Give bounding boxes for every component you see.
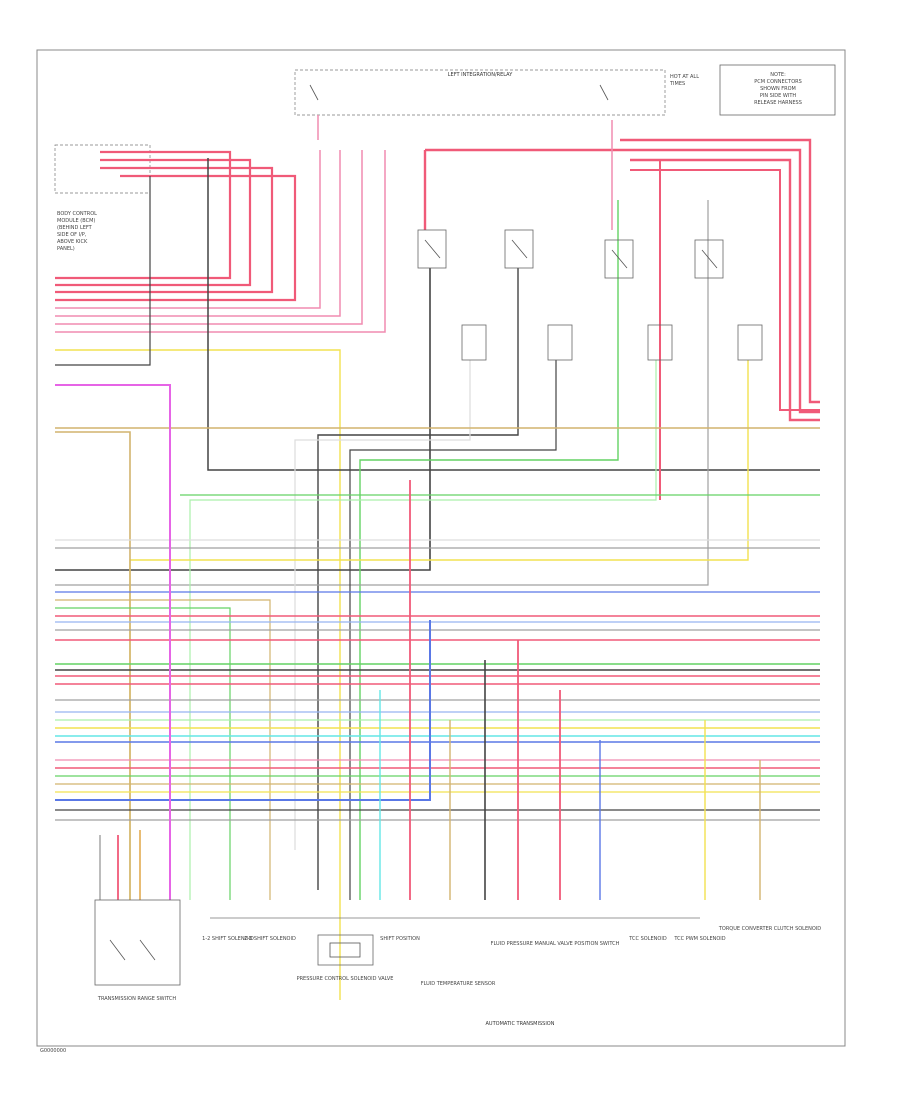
wire: [359, 200, 619, 900]
svg-text:NOTE:: NOTE:: [770, 72, 786, 78]
wire: [55, 176, 151, 366]
pressure-control-solenoid: PRESSURE CONTROL SOLENOID VALVE: [297, 934, 394, 982]
svg-text:MODULE (BCM): MODULE (BCM): [57, 218, 95, 224]
corner-id: G0000000: [40, 1048, 66, 1054]
relay-cooling-fan-3: [694, 239, 724, 279]
diagram-border: [36, 49, 846, 1047]
svg-text:TRANSMISSION RANGE SWITCH: TRANSMISSION RANGE SWITCH: [97, 996, 176, 1002]
solenoid-3: [647, 324, 673, 361]
wire: [425, 148, 820, 414]
svg-text:PIN SIDE WITH: PIN SIDE WITH: [760, 93, 797, 99]
wire: [630, 158, 820, 422]
svg-text:FLUID TEMPERATURE SENSOR: FLUID TEMPERATURE SENSOR: [421, 981, 496, 987]
integration-relay-title: LEFT INTEGRATION/RELAY: [448, 72, 513, 78]
svg-text:ABOVE KICK: ABOVE KICK: [57, 239, 88, 245]
automatic-transmission-label: AUTOMATIC TRANSMISSION: [486, 1021, 555, 1027]
svg-text:1-2 SHIFT SOLENOID: 1-2 SHIFT SOLENOID: [202, 936, 254, 942]
wire: [55, 349, 341, 1000]
svg-text:BODY CONTROL: BODY CONTROL: [57, 211, 97, 217]
svg-text:PANEL): PANEL): [57, 246, 75, 252]
transmission-range-switch: TRANSMISSION RANGE SWITCH: [94, 899, 181, 1002]
wire-harness: [55, 115, 820, 1000]
note-box: NOTE: PCM CONNECTORS SHOWN FROM PIN SIDE…: [719, 64, 836, 116]
svg-text:TCC SOLENOID: TCC SOLENOID: [628, 936, 667, 942]
wire: [55, 431, 131, 900]
wire: [55, 384, 171, 900]
svg-text:2-3 SHIFT SOLENOID: 2-3 SHIFT SOLENOID: [244, 936, 296, 942]
wire: [349, 360, 557, 900]
svg-text:HOT AT ALL: HOT AT ALL: [670, 74, 699, 80]
wire: [55, 174, 297, 302]
svg-text:TCC PWM SOLENOID: TCC PWM SOLENOID: [673, 936, 725, 942]
svg-text:TORQUE CONVERTER CLUTCH SOLENO: TORQUE CONVERTER CLUTCH SOLENOID: [718, 926, 821, 932]
wire: [620, 138, 820, 404]
wire: [55, 150, 232, 280]
wire: [317, 268, 519, 890]
svg-text:PCM CONNECTORS: PCM CONNECTORS: [754, 79, 802, 85]
svg-text:SIDE OF I/P,: SIDE OF I/P,: [57, 232, 87, 238]
wire: [630, 169, 820, 411]
wire: [55, 166, 274, 294]
solenoid-2: [547, 324, 573, 361]
wire: [55, 268, 431, 571]
relay-cooling-fan-1: [504, 229, 534, 269]
integration-relay-box: LEFT INTEGRATION/RELAY: [294, 69, 666, 116]
body-control-module: BODY CONTROL MODULE (BCM) (BEHIND LEFT S…: [54, 144, 151, 252]
wire: [55, 607, 231, 900]
wire: [55, 599, 271, 900]
bottom-labels: 1-2 SHIFT SOLENOID 2-3 SHIFT SOLENOID SH…: [40, 926, 821, 1054]
svg-text:(BEHIND LEFT: (BEHIND LEFT: [57, 225, 93, 231]
svg-text:RELEASE HARNESS: RELEASE HARNESS: [754, 100, 802, 106]
wire: [294, 360, 471, 850]
relay-fuel-pump: [417, 229, 447, 269]
solenoid-1: [461, 324, 487, 361]
relay-cooling-fan-2: [604, 239, 634, 279]
hot-at-all-times-label: HOT AT ALL TIMES: [669, 74, 699, 87]
svg-text:PRESSURE CONTROL SOLENOID VALV: PRESSURE CONTROL SOLENOID VALVE: [297, 976, 394, 982]
wire: [55, 150, 321, 309]
svg-text:TIMES: TIMES: [669, 81, 685, 87]
wire: [55, 620, 431, 801]
wire: [55, 200, 709, 586]
wire: [55, 150, 386, 333]
wire: [207, 158, 820, 471]
wire: [55, 158, 252, 287]
svg-text:SHOWN FROM: SHOWN FROM: [760, 86, 796, 92]
solenoid-4: [737, 324, 763, 361]
svg-text:SHIFT POSITION: SHIFT POSITION: [380, 936, 420, 942]
wire: [55, 150, 363, 325]
svg-text:FLUID PRESSURE MANUAL VALVE PO: FLUID PRESSURE MANUAL VALVE POSITION SWI…: [491, 941, 620, 947]
